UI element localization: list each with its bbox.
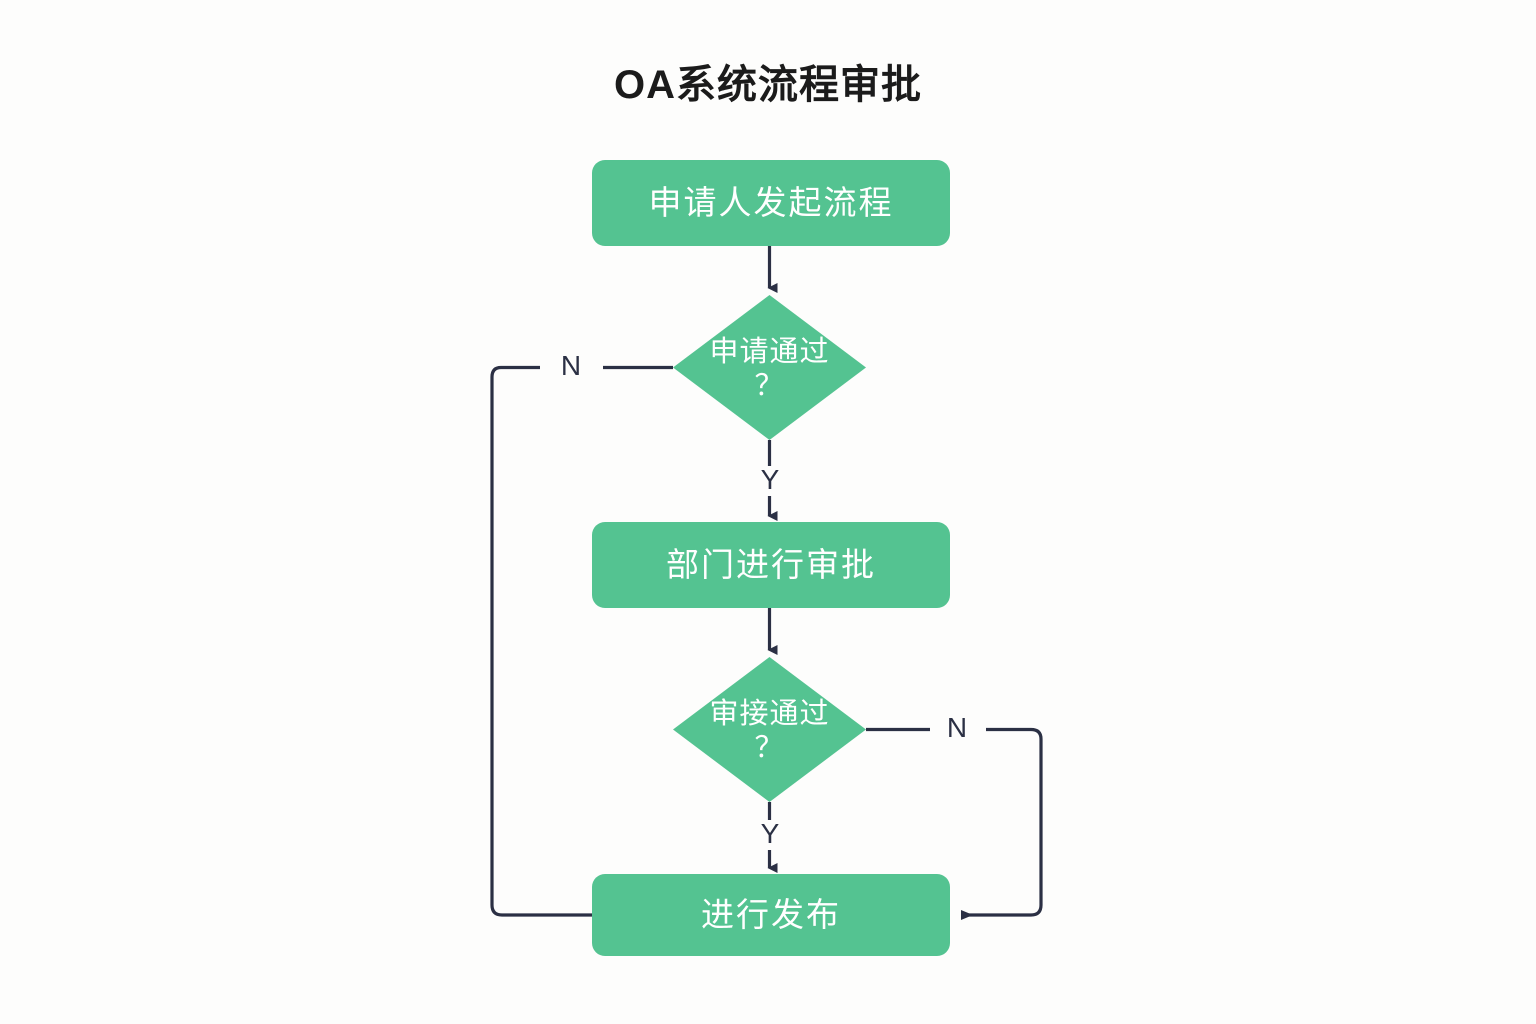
edge-label-decision2-yes: Y: [755, 820, 785, 848]
edge-label-decision1-yes: Y: [755, 466, 785, 494]
edge-label-decision1-no: N: [556, 352, 586, 380]
node-decision-1-shape[interactable]: [673, 295, 866, 440]
node-decision-2-shape[interactable]: [673, 657, 866, 802]
node-publish-shape[interactable]: [592, 874, 950, 956]
edge-decision2-no-path: [961, 727, 1043, 920]
edge-label-decision2-no: N: [942, 714, 972, 742]
node-approve-shape[interactable]: [592, 522, 950, 608]
node-start-shape[interactable]: [592, 160, 950, 246]
page-title: OA系统流程审批: [614, 63, 922, 107]
edge-decision1-no-path: [490, 365, 592, 917]
